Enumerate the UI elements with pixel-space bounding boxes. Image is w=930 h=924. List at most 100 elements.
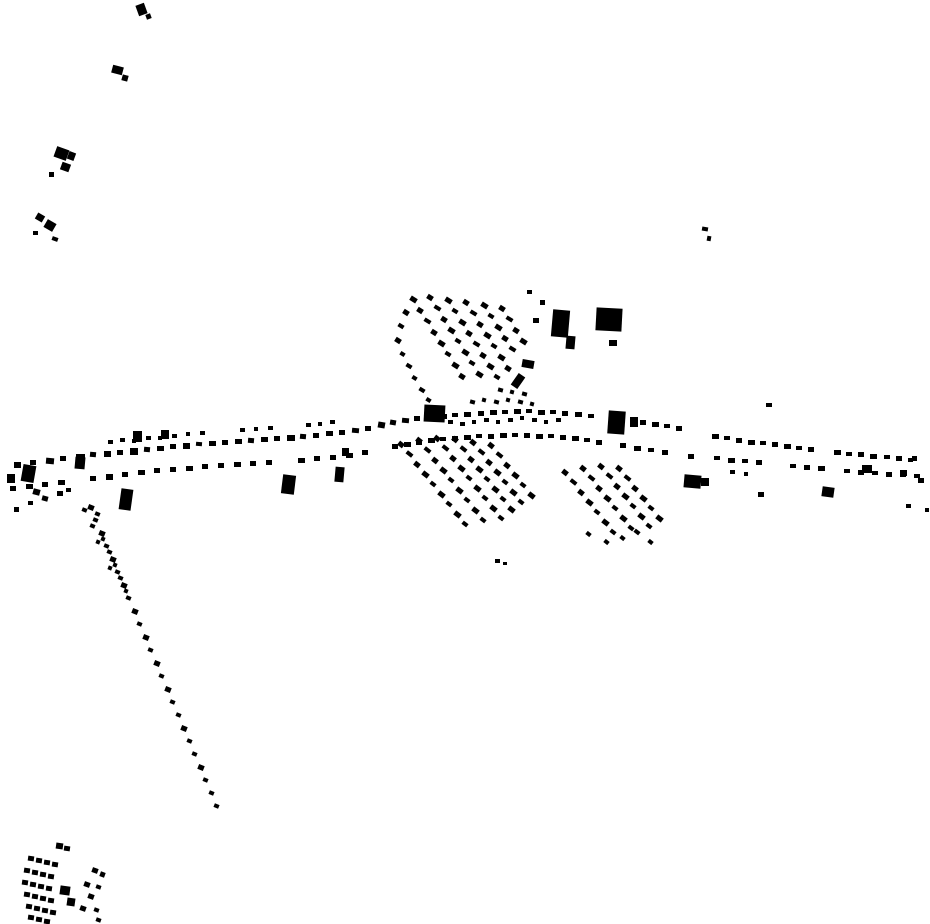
building-footprint (463, 496, 471, 504)
building-footprint (517, 399, 524, 405)
building-footprint (439, 466, 448, 475)
building-footprint (35, 857, 43, 864)
building-footprint (351, 427, 360, 434)
building-footprint (87, 893, 95, 900)
building-footprint (98, 530, 106, 537)
building-footprint (505, 397, 511, 403)
building-footprint (481, 397, 487, 403)
building-footprint (83, 881, 91, 888)
building-footprint (414, 416, 420, 421)
building-footprint (318, 422, 322, 426)
building-footprint (218, 463, 224, 468)
building-footprint (444, 350, 452, 358)
building-footprint (55, 842, 64, 850)
building-footprint (89, 523, 96, 529)
building-footprint (313, 433, 319, 438)
building-footprint (497, 387, 504, 393)
building-footprint (10, 486, 16, 491)
building-footprint (706, 235, 712, 242)
building-footprint (846, 452, 852, 456)
building-footprint (647, 538, 654, 546)
building-footprint (222, 440, 228, 445)
building-footprint (613, 482, 621, 491)
building-footprint (66, 151, 77, 161)
building-footprint (521, 391, 528, 397)
building-footprint (423, 404, 446, 423)
building-footprint (106, 549, 113, 555)
building-footprint (153, 660, 161, 667)
building-footprint (595, 484, 603, 493)
building-footprint (202, 777, 209, 783)
building-footprint (29, 881, 37, 888)
building-footprint (23, 891, 31, 898)
building-footprint (452, 413, 458, 417)
building-footprint (453, 510, 462, 519)
building-footprint (536, 434, 543, 439)
building-footprint (458, 372, 466, 381)
building-footprint (26, 484, 33, 489)
building-footprint (458, 318, 467, 327)
building-footprint (736, 438, 742, 443)
building-footprint (611, 504, 619, 512)
building-footprint (640, 420, 646, 425)
building-footprint (560, 435, 566, 440)
building-footprint (429, 480, 437, 488)
building-footprint (464, 435, 471, 440)
building-footprint (58, 480, 65, 485)
building-footprint (621, 492, 630, 501)
building-footprint (455, 486, 464, 495)
building-footprint (756, 460, 762, 465)
building-footprint (872, 471, 878, 475)
building-footprint (37, 883, 45, 890)
building-footprint (409, 295, 418, 304)
building-footprint (413, 460, 421, 469)
building-footprint (95, 539, 101, 545)
building-footprint (161, 430, 169, 439)
building-footprint (27, 855, 35, 862)
building-footprint (469, 438, 477, 447)
building-footprint (595, 307, 623, 332)
building-footprint (31, 893, 39, 900)
building-footprint (760, 441, 766, 445)
building-footprint (117, 575, 124, 581)
building-footprint (593, 508, 601, 516)
building-footprint (95, 884, 102, 890)
building-footprint (473, 484, 482, 493)
building-footprint (74, 456, 86, 470)
building-footprint (21, 879, 29, 886)
building-footprint (437, 490, 446, 499)
building-footprint (123, 588, 129, 594)
building-footprint (487, 312, 495, 320)
building-footprint (448, 420, 453, 424)
building-footprint (532, 418, 537, 422)
building-footprint (512, 326, 520, 335)
building-footprint (808, 447, 814, 452)
building-footprint (394, 336, 402, 345)
building-footprint (130, 448, 138, 455)
building-footprint (821, 486, 835, 498)
building-footprint (326, 431, 333, 436)
building-footprint (423, 317, 432, 325)
building-footprint (392, 444, 398, 449)
building-footprint (93, 907, 100, 913)
building-footprint (287, 435, 295, 441)
building-footprint (35, 916, 43, 923)
building-footprint (498, 304, 506, 313)
building-footprint (451, 435, 459, 444)
building-footprint (609, 340, 617, 346)
building-footprint (377, 421, 386, 429)
building-footprint (92, 517, 99, 523)
building-footprint (465, 474, 473, 482)
building-footprint (235, 439, 242, 444)
building-footprint (517, 498, 525, 506)
building-footprint (639, 494, 648, 503)
building-footprint (133, 431, 142, 442)
building-footprint (135, 2, 148, 17)
building-footprint (527, 491, 536, 500)
building-footprint (440, 437, 446, 441)
building-footprint (676, 426, 682, 431)
building-footprint (89, 451, 97, 458)
building-footprint (701, 478, 709, 486)
building-footprint (556, 418, 561, 422)
